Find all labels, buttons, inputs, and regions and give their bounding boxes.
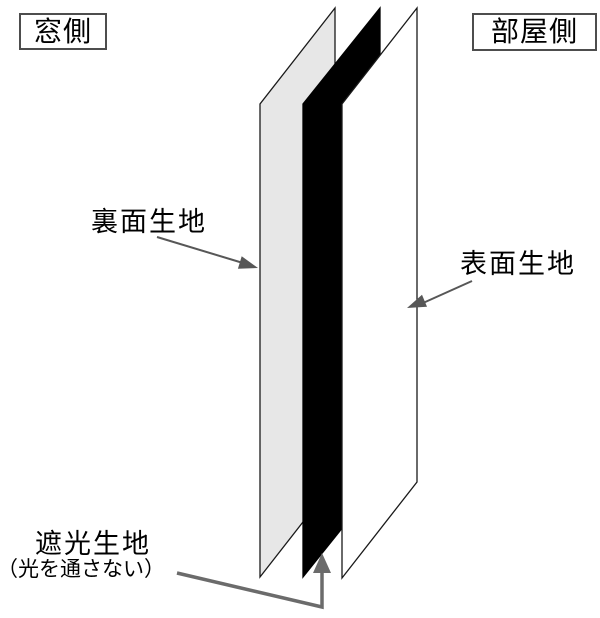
window-side-label: 窓側: [19, 13, 107, 50]
room-side-label: 部屋側: [472, 13, 597, 51]
blackout-note-label: （光を通さない）: [0, 558, 165, 581]
blackout-fabric-label: 遮光生地: [35, 529, 151, 559]
back-fabric-label: 裏面生地: [91, 207, 207, 237]
front-fabric-arrow: [407, 280, 473, 308]
blackout-fabric-callout: [176, 553, 331, 610]
front-fabric-label: 表面生地: [460, 249, 576, 279]
front-fabric-panel: [341, 6, 418, 580]
back-fabric-arrowhead-icon: [237, 256, 258, 269]
front-fabric-arrowhead-icon: [407, 294, 427, 308]
back-fabric-arrow: [156, 236, 258, 269]
blackout-arrowhead-icon: [313, 553, 331, 573]
